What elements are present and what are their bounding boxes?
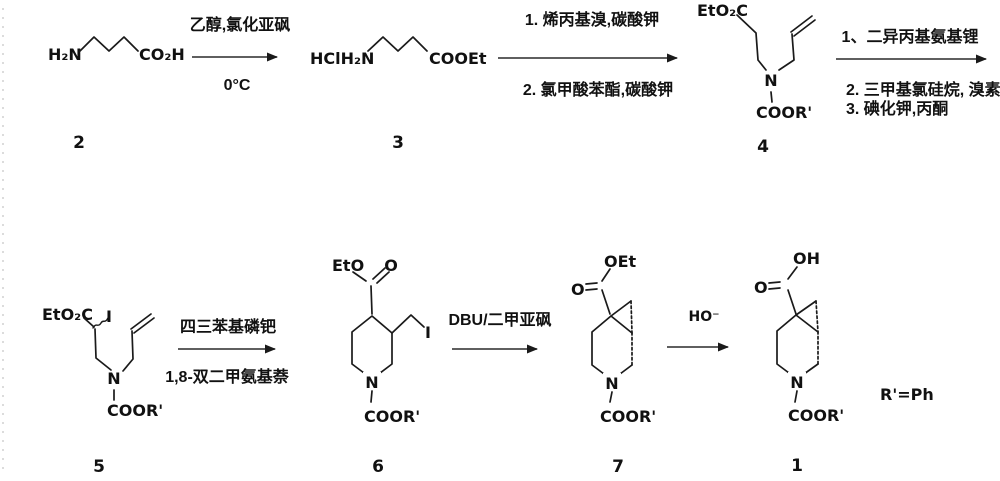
carbamate-label: COOR' [756,103,812,122]
compound-3: HClH₂N COOEt 3 [310,37,487,153]
carbon-chain-bond [368,37,427,51]
reaction-arrow-1: 乙醇,氯化亚砜 0°C [190,15,290,94]
carbamate-label: COOR' [364,407,420,426]
compound-5: EtO₂C I N COOR' 5 [42,305,163,477]
nitrogen-label: N [365,373,378,392]
reagent-above: HO⁻ [688,309,719,325]
carbonyl-o-label: O [384,256,398,275]
compound-4: EtO₂C N COOR' 4 [697,1,815,157]
iodomethyl-bond [392,315,424,333]
reagent-above: 四三苯基磷钯 [180,317,276,336]
carbon-chain-bond [80,37,138,51]
cyclopropane-bond [796,301,816,315]
ring-substituent-bond [788,290,796,314]
nitrogen-label: N [107,369,120,388]
piperidine-ring [777,315,818,379]
nitrogen-label: N [764,71,777,90]
reagent-above: 1、二异丙基氨基锂 [842,27,979,46]
compound-number: 1 [791,456,803,476]
r-prime-definition: R'=Ph [880,385,934,404]
n-c-bond [795,391,797,402]
compound-1: OH O N COOR' 1 [754,249,844,476]
nitrogen-label: N [605,374,618,393]
carbamate-label: COOR' [788,406,844,425]
iodo-label: I [425,323,431,342]
compound-number: 3 [392,133,404,153]
compound-2: H₂N CO₂H 2 [48,37,185,153]
acid-bond [788,267,797,279]
cyclopropane-hashed-bond [631,301,632,333]
compound-number: 6 [372,457,384,477]
iodo-label: I [106,307,112,326]
compound-7: OEt O N COOR' 7 [571,252,656,477]
hydroxy-label: OH [793,249,820,268]
piperidine-ring [592,316,632,380]
n-c-bond [371,391,372,402]
cyclopropane-hashed-bond [816,301,818,332]
reagent-below-1: 2. 三甲基氯硅烷, 溴素 [846,80,1000,99]
c-o-double-bond [769,282,780,283]
reaction-arrow-4: 四三苯基磷钯 1,8-双二甲氨基萘 [165,317,290,386]
c-o-double-bond [586,283,597,284]
nitrogen-label: N [790,373,803,392]
allyl-bond [779,34,794,70]
ether-label: EtO [332,256,364,275]
c-o-double-bond [769,288,780,289]
ring-substituent-bond [602,290,610,314]
compound-number: 7 [612,457,624,477]
piperidine-ring [352,316,392,379]
c-o-double-bond [586,289,597,290]
reagent-below-2: 3. 碘化钾,丙酮 [846,99,948,118]
reagent-above: 1. 烯丙基溴,碳酸钾 [525,10,659,29]
carbamate-label: COOR' [107,401,163,420]
chain-bond [737,15,766,70]
n-c-bond [610,392,612,402]
cyclopropane-bond [611,301,631,316]
reagent-above: DBU/二甲亚砜 [448,311,551,329]
ring-substituent-bond [371,286,372,314]
amine-salt-label: HClH₂N [310,49,374,68]
reagent-below: 1,8-双二甲氨基萘 [165,367,290,386]
carbonyl-o-label: O [754,278,768,297]
compound-number: 5 [93,457,105,477]
reaction-arrow-6: HO⁻ [667,309,728,347]
compound-number: 4 [757,137,769,157]
chain-bond [95,329,111,370]
amine-label: H₂N [48,45,82,64]
carbonyl-o-label: O [571,280,585,299]
compound-6: EtO O I N COOR' 6 [332,256,431,477]
reagent-above: 乙醇,氯化亚砜 [190,15,290,34]
n-c-bond [771,92,772,102]
reaction-arrow-3: 1、二异丙基氨基锂 2. 三甲基氯硅烷, 溴素 3. 碘化钾,丙酮 [836,27,1000,118]
reagent-below: 2. 氯甲酸苯酯,碳酸钾 [523,80,673,99]
ether-label: OEt [604,252,637,271]
reaction-arrow-2: 1. 烯丙基溴,碳酸钾 2. 氯甲酸苯酯,碳酸钾 [498,10,677,99]
compound-number: 2 [73,133,85,153]
ester-label: COOEt [429,49,487,68]
acid-label: CO₂H [139,45,185,64]
condition-below: 0°C [224,77,251,94]
allyl-bond [123,331,133,371]
carbamate-label: COOR' [600,407,656,426]
ester-label: EtO₂C [42,305,93,324]
reaction-arrow-5: DBU/二甲亚砜 [448,311,551,349]
